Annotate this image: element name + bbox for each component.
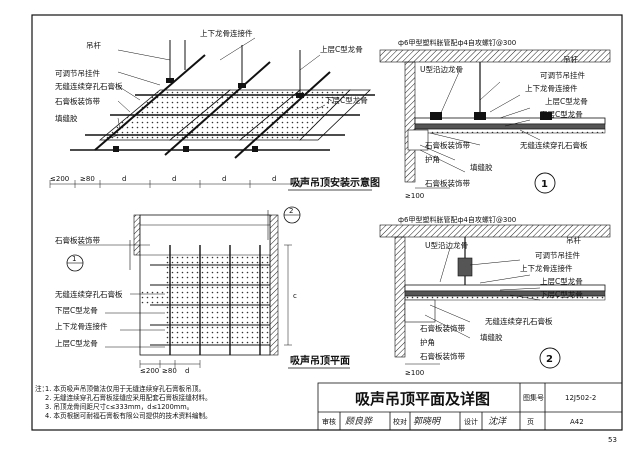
page-label: 页 <box>527 418 534 426</box>
dim-1-f: d <box>272 175 276 183</box>
label-lower-c-r1: 下层C型龙骨 <box>540 109 583 119</box>
dim-1-c: d <box>122 175 126 183</box>
label-upper-c-r2: 上层C型龙骨 <box>540 276 583 286</box>
label-trim-r1: 石膏板装饰带 <box>425 140 470 150</box>
dim-r2: ≥100 <box>405 369 424 377</box>
label-upper-connector-r2: 上下龙骨连接件 <box>520 263 573 273</box>
review-label: 审核 <box>322 417 336 426</box>
check-label: 校对 <box>393 417 407 426</box>
note-line-2: 2. 无缝连续穿孔石膏板接缝应采用配套石膏板接缝材料。 <box>45 393 212 402</box>
note-line-3: 3. 吊顶龙骨间距尺寸c≤333mm，d≤1200mm。 <box>45 402 193 411</box>
detail-number-2: 2 <box>546 354 553 365</box>
dim-1-a: ≤200 <box>50 175 69 183</box>
dim-1-e: d <box>222 175 226 183</box>
label-corner-r1: 护角 <box>425 154 440 164</box>
atlas-number: 12J502-2 <box>565 394 596 402</box>
label-filler-1: 填缝胶 <box>55 113 78 123</box>
label-trim-1: 石膏板装饰带 <box>55 96 100 106</box>
label-screw-r2: ф6甲型塑料胀管配ф4自攻螺钉@300 <box>398 215 516 224</box>
section-marker-2: 2 <box>289 207 293 215</box>
detail-number-1: 1 <box>541 179 548 190</box>
label-upper-c-2: 上层C型龙骨 <box>55 338 98 348</box>
label-adj-hanger-1: 可调节吊挂件 <box>55 68 100 78</box>
caption-installation: 吸声吊顶安装示意图 <box>290 176 380 189</box>
design-label: 设计 <box>464 417 478 426</box>
label-upper-c-1: 上层C型龙骨 <box>320 44 363 54</box>
detail-1 <box>379 49 611 189</box>
dim-r1: ≥100 <box>405 192 424 200</box>
detail-2 <box>379 224 611 358</box>
label-upper-connector-1: 上下龙骨连接件 <box>200 28 253 38</box>
label-u-edge-r1: U型沿边龙骨 <box>420 64 463 74</box>
label-corner-r2: 护角 <box>420 337 435 347</box>
label-lower-c-r2: 下层C型龙骨 <box>540 289 583 299</box>
label-screw-r1: ф6甲型塑料胀管配ф4自攻螺钉@300 <box>398 38 516 47</box>
label-adj-hanger-r2: 可调节吊挂件 <box>535 250 580 260</box>
caption-plan: 吸声吊顶平面 <box>290 354 350 367</box>
ceiling-plan <box>78 210 292 368</box>
label-upper-c-r1: 上层C型龙骨 <box>545 96 588 106</box>
label-upper-connector-r1: 上下龙骨连接件 <box>525 83 578 93</box>
title-block <box>317 382 623 431</box>
label-adj-hanger-r1: 可调节吊挂件 <box>540 70 585 80</box>
designer-signature: 沈洋 <box>488 416 507 427</box>
dim-1-d: d <box>172 175 176 183</box>
label-trim2-r1: 石膏板装饰带 <box>425 178 470 188</box>
installation-schematic <box>49 37 375 188</box>
dim-2-b: ≥80 <box>162 367 177 375</box>
label-hanger-1: 吊杆 <box>86 40 101 50</box>
note-line-4: 4. 本页根据可耐福石膏板有限公司提供的技术资料编制。 <box>45 411 212 420</box>
label-hanger-r2: 吊杆 <box>566 235 581 245</box>
label-hanger-r1: 吊杆 <box>563 54 578 64</box>
section-marker-1: 1 <box>72 255 76 263</box>
label-trim-r2: 石膏板装饰带 <box>420 323 465 333</box>
checker-signature: 郭晓明 <box>413 416 442 427</box>
dim-1-b: ≥80 <box>80 175 95 183</box>
dim-c: c <box>293 292 297 300</box>
label-seamless-r2: 无缝连续穿孔石膏板 <box>485 316 553 326</box>
notes-title: 注： <box>35 384 48 393</box>
label-lower-c-1: 下层C型龙骨 <box>325 95 368 105</box>
drawing-title: 吸声吊顶平面及详图 <box>355 390 490 408</box>
atlas-label: 图集号 <box>523 393 544 402</box>
dim-2-c: d <box>185 367 189 375</box>
label-filler-r1: 填缝胶 <box>470 162 493 172</box>
label-filler-r2: 填缝胶 <box>480 332 503 342</box>
label-seamless-1: 无缝连续穿孔石膏板 <box>55 81 123 91</box>
sheet-page-number: 53 <box>608 436 617 444</box>
label-upper-connector-2: 上下龙骨连接件 <box>55 321 108 331</box>
note-line-1: 1. 本页吸声吊顶做法仅用于无缝连续穿孔石膏板吊顶。 <box>45 384 205 393</box>
label-seamless-2: 无缝连续穿孔石膏板 <box>55 289 123 299</box>
label-seamless-r1: 无缝连续穿孔石膏板 <box>520 140 588 150</box>
label-trim-2: 石膏板装饰带 <box>55 235 100 245</box>
label-lower-c-2: 下层C型龙骨 <box>55 305 98 315</box>
dim-2-a: ≤200 <box>140 367 159 375</box>
label-trim2-r2: 石膏板装饰带 <box>420 351 465 361</box>
reviewer-signature: 顾良骅 <box>345 416 373 427</box>
page-number: A42 <box>570 418 584 426</box>
label-u-edge-r2: U型沿边龙骨 <box>425 240 468 250</box>
